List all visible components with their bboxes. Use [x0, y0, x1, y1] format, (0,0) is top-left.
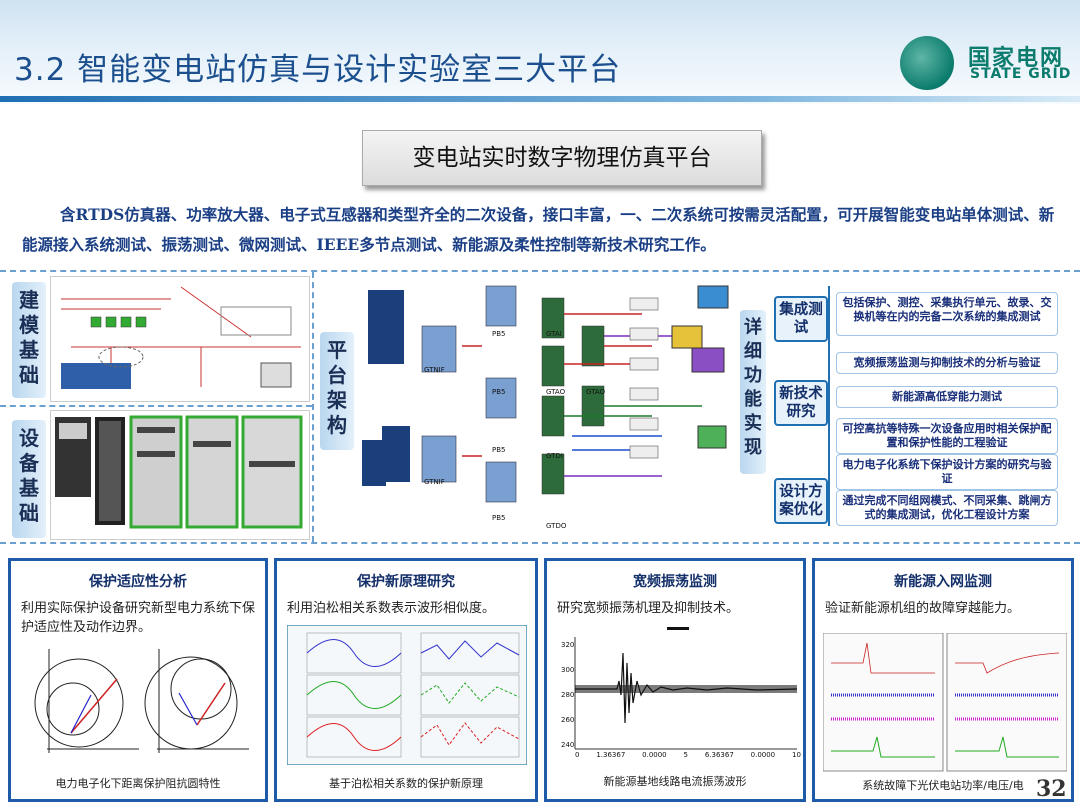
- x-axis-ticks: 0 1.36367 0.0000 5 6.36367 0.0000 10: [575, 751, 801, 759]
- divider: [0, 542, 1080, 544]
- platform-title: 变电站实时数字物理仿真平台: [362, 130, 762, 186]
- slide-title: 3.2 智能变电站仿真与设计实验室三大平台: [14, 52, 622, 88]
- card-description: 利用泊松相关系数表示波形相似度。: [287, 601, 496, 616]
- x-tick: 1.36367: [596, 751, 626, 759]
- card-caption: 电力电子化下距离保护阻抗圆特性: [55, 777, 221, 790]
- y-tick: 240: [561, 741, 575, 749]
- arch-label: GTAI: [546, 330, 562, 338]
- state-grid-logo-icon: [900, 36, 954, 90]
- card-description: 利用实际保护设备研究新型电力系统下保护适应性及动作边界。: [21, 601, 256, 635]
- card-caption: 基于泊松相关系数的保护新原理: [329, 777, 483, 790]
- logo-text-en: STATE GRID: [970, 66, 1072, 82]
- y-tick: 260: [561, 716, 575, 724]
- card-description: 验证新能源机组的故障穿越能力。: [825, 601, 1021, 616]
- detail-item: 包括保护、测控、采集执行单元、故录、交换机等在内的完备二次系统的集成测试: [836, 292, 1058, 336]
- detail-item: 新能源高低穿能力测试: [836, 386, 1058, 408]
- divider: [312, 272, 314, 542]
- arch-label: GTDO: [546, 522, 567, 530]
- arch-label: GTAO: [546, 388, 566, 396]
- architecture-graphic: [362, 285, 729, 503]
- x-tick: 0: [575, 751, 580, 759]
- detail-item: 宽频振荡监测与抑制技术的分析与验证: [836, 352, 1058, 374]
- device-cabinets-graphic: [55, 415, 303, 529]
- arch-label: GTDI: [546, 452, 563, 460]
- card-title: 宽频振荡监测: [633, 574, 717, 590]
- arch-label: PB5: [492, 388, 506, 396]
- card-protection-adaptability: 保护适应性分析 利用实际保护设备研究新型电力系统下保护适应性及动作边界。 电力电…: [8, 558, 268, 802]
- group-new-tech-research: 新技术研究: [774, 380, 828, 426]
- card-caption: 新能源基地线路电流振荡波形: [603, 775, 747, 788]
- detail-item: 通过完成不同组网模式、不同采集、跳闸方式的集成测试，优化工程设计方案: [836, 490, 1058, 526]
- arch-label: PB5: [492, 514, 506, 522]
- arch-label: PB5: [492, 446, 506, 454]
- schematic-graphic: [61, 286, 301, 389]
- x-tick: 10: [792, 751, 801, 759]
- x-tick: 0.0000: [642, 751, 667, 759]
- separator-line: [0, 270, 1080, 272]
- arch-label: GTNIF: [424, 478, 445, 486]
- arch-label: PB5: [492, 330, 506, 338]
- y-tick: 320: [561, 641, 575, 649]
- arch-label: GTAO: [586, 388, 606, 396]
- page-number: 32: [1036, 776, 1067, 802]
- card-title: 保护新原理研究: [357, 574, 455, 590]
- detail-item: 可控高抗等特殊一次设备应用时相关保护配置和保护性能的工程验证: [836, 418, 1058, 454]
- y-tick: 280: [561, 691, 575, 699]
- device-basis-label: 设备基础: [12, 420, 46, 538]
- device-photo-panel: [50, 410, 310, 540]
- x-tick: 0.0000: [750, 751, 776, 759]
- arch-label: GTNIF: [424, 366, 445, 374]
- fault-ride-through-graphic: [823, 633, 1067, 772]
- detail-item: 电力电子化系统下保护设计方案的研究与验证: [836, 454, 1058, 490]
- group-design-optimization: 设计方案优化: [774, 478, 828, 524]
- bracket-line: [828, 286, 830, 526]
- platform-architecture-label: 平台架构: [320, 332, 354, 450]
- legend-marker: [667, 627, 689, 630]
- group-integration-test: 集成测试: [774, 296, 828, 342]
- architecture-diagram: GTNIF GTNIF PB5 PB5 PB5 PB5 GTAI GTAO GT…: [362, 276, 734, 538]
- detail-function-label: 详细功能实现: [740, 310, 766, 474]
- model-single-line-diagram: [50, 276, 310, 402]
- x-tick: 5: [683, 751, 688, 759]
- oscillation-waveform-graphic: [574, 637, 798, 750]
- card-protection-principle: 保护新原理研究 利用泊松相关系数表示波形相似度。 基于泊松相关系数的保护新原理: [274, 558, 538, 802]
- header-background: [0, 0, 1080, 104]
- model-basis-label: 建模基础: [12, 282, 46, 398]
- card-caption: 系统故障下光伏电站功率/电压/电: [862, 779, 1024, 792]
- card-wideband-oscillation: 宽频振荡监测 研究宽频振荡机理及抑制技术。 320 300 280 260 24…: [544, 558, 806, 802]
- y-axis-ticks: 320 300 280 260 240: [561, 633, 574, 758]
- header-bar: [0, 96, 1080, 102]
- x-tick: 6.36367: [704, 751, 734, 759]
- intro-paragraph: 含RTDS仿真器、功率放大器、电子式互感器和类型齐全的二次设备，接口丰富，一、二…: [22, 205, 1055, 254]
- divider: [0, 405, 312, 407]
- card-renewable-monitoring: 新能源入网监测 验证新能源机组的故障穿越能力。 系统故障下光伏电站功率/电压/电: [812, 558, 1074, 802]
- card-title: 保护适应性分析: [89, 574, 187, 590]
- card-description: 研究宽频振荡机理及抑制技术。: [557, 601, 740, 616]
- impedance-circle-graphic: [34, 649, 249, 753]
- waveform-comparison-graphic: [287, 625, 527, 765]
- y-tick: 300: [561, 666, 575, 674]
- logo-text-cn: 国家电网: [968, 46, 1065, 71]
- card-title: 新能源入网监测: [894, 574, 992, 590]
